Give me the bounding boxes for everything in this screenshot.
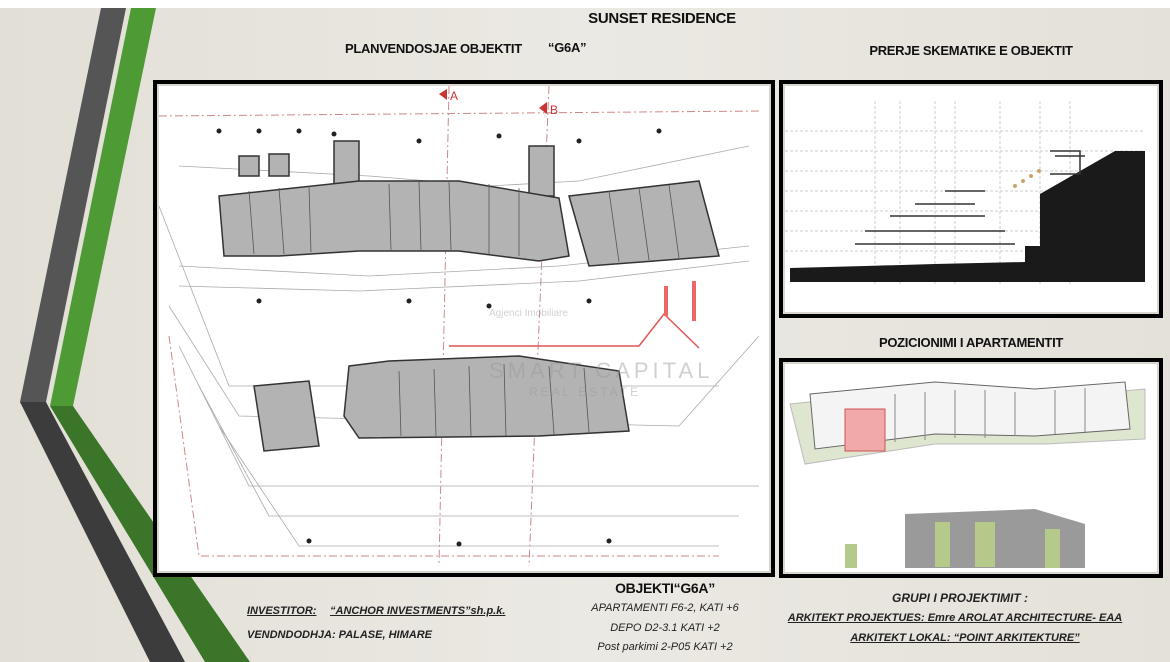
svg-text:REAL ESTATE: REAL ESTATE (529, 385, 641, 399)
page-title: SUNSET RESIDENCE (588, 10, 736, 27)
design-group-title: GRUPI I PROJEKTIMIT : (891, 591, 1028, 605)
logo-roof-mark (449, 312, 700, 349)
decorative-stripes (20, 8, 250, 662)
position-drawing (789, 381, 1146, 568)
svg-text:SMART CAPITAL: SMART CAPITAL (489, 358, 713, 383)
section-marker-a (439, 89, 447, 100)
design-architect: ARKITEKT PROJEKTUES: Emre AROLAT ARCHITE… (787, 612, 1123, 624)
investor-label: INVESTITOR: (247, 605, 317, 617)
watermark: Agjenci Imobiliare SMART CAPITAL REAL ES… (489, 308, 713, 399)
site-plan: A B Agjenci Imobiliare SMART CAPITAL REA… (156, 83, 772, 574)
site-plan-frame: A B Agjenci Imobiliare SMART CAPITAL REA… (153, 80, 775, 577)
schematic-section (782, 83, 1160, 315)
site-plan-drawing: A B Agjenci Imobiliare SMART CAPITAL REA… (159, 86, 760, 567)
apartment-position (782, 361, 1160, 575)
section-marker-b (539, 102, 547, 114)
object-apartment: APARTAMENTI F6-2, KATI +6 (591, 602, 739, 614)
section-label-a: A (450, 89, 458, 103)
slide: SUNSET RESIDENCE PLANVENDOSJAE OBJEKTIT … (0, 8, 1170, 662)
investor-value: “ANCHOR INVESTMENTS”sh.p.k. (330, 605, 506, 617)
plan-title: PLANVENDOSJAE OBJEKTIT (345, 41, 522, 56)
object-title: OBJEKTI“G6A” (615, 580, 715, 596)
plan-code: “G6A” (548, 40, 587, 55)
section-frame (779, 80, 1163, 318)
position-frame (779, 358, 1163, 578)
section-label-b: B (550, 103, 558, 117)
local-architect: ARKITEKT LOKAL: “POINT ARKITEKTURE” (850, 632, 1080, 644)
object-parking: Post parkimi 2-P05 KATI +2 (597, 641, 733, 653)
section-title: PRERJE SKEMATIKE E OBJEKTIT (869, 43, 1073, 58)
section-drawing (785, 101, 1145, 286)
location: VENDNDODHJA: PALASE, HIMARE (247, 629, 432, 641)
position-title: POZICIONIMI I APARTAMENTIT (878, 335, 1064, 350)
highlighted-apartment (844, 408, 886, 452)
object-storage: DEPO D2-3.1 KATI +2 (610, 622, 720, 634)
svg-text:Agjenci Imobiliare: Agjenci Imobiliare (489, 308, 568, 319)
